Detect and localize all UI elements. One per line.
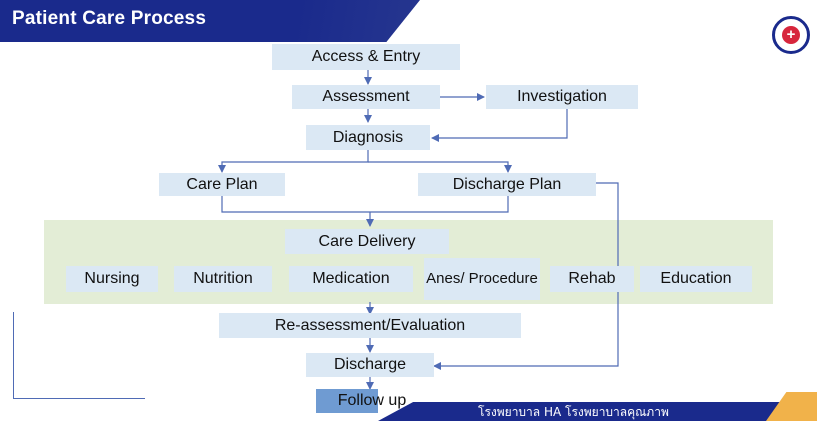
node-anes-procedure: Anes/ Procedure bbox=[424, 258, 540, 300]
footer-bar bbox=[378, 402, 817, 421]
node-follow-up: Follow up bbox=[337, 392, 407, 409]
follow-up-highlight bbox=[316, 389, 378, 413]
node-assessment: Assessment bbox=[292, 85, 440, 109]
node-education: Education bbox=[640, 266, 752, 292]
node-discharge-plan: Discharge Plan bbox=[418, 173, 596, 196]
node-nursing: Nursing bbox=[66, 266, 158, 292]
arrow-investigation-to-diagnosis bbox=[431, 109, 568, 142]
plans-merge-line bbox=[221, 196, 509, 213]
page-title: Patient Care Process bbox=[12, 8, 207, 29]
logo-circle bbox=[782, 26, 800, 44]
arrow-diagnosis-to-careplan bbox=[218, 150, 369, 173]
node-reassessment: Re-assessment/Evaluation bbox=[219, 313, 521, 338]
node-discharge: Discharge bbox=[306, 353, 434, 377]
footer-text: โรงพยาบาล HA โรงพยาบาลคุณภาพ bbox=[478, 405, 669, 419]
node-rehab: Rehab bbox=[550, 266, 634, 292]
hospital-logo-icon: + bbox=[772, 16, 810, 54]
node-diagnosis: Diagnosis bbox=[306, 125, 430, 150]
title-banner bbox=[0, 0, 420, 42]
decorative-line-horizontal bbox=[13, 398, 145, 399]
node-medication: Medication bbox=[289, 266, 413, 292]
decorative-line-vertical bbox=[13, 312, 14, 398]
cross-icon: + bbox=[786, 26, 796, 43]
node-investigation: Investigation bbox=[486, 85, 638, 109]
node-nutrition: Nutrition bbox=[174, 266, 272, 292]
node-access-entry: Access & Entry bbox=[272, 44, 460, 70]
node-care-delivery: Care Delivery bbox=[285, 229, 449, 254]
arrow-diagnosis-to-dischargeplan bbox=[368, 161, 512, 173]
node-care-plan: Care Plan bbox=[159, 173, 285, 196]
